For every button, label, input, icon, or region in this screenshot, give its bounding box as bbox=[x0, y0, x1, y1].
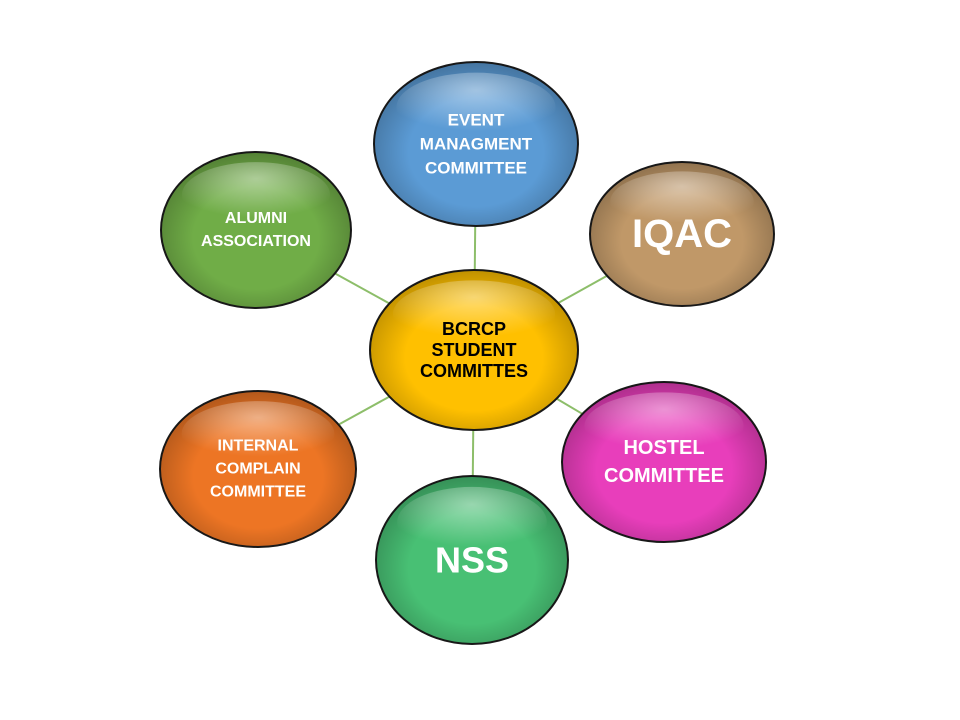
connector-internal-complain-committee bbox=[338, 395, 390, 426]
node-internal-complain-committee-gloss bbox=[181, 401, 335, 467]
node-nss: NSS bbox=[375, 475, 569, 645]
node-hostel-committee-gloss bbox=[584, 392, 744, 460]
node-internal-complain-committee-label-line: COMMITTEE bbox=[210, 484, 306, 501]
node-internal-complain-committee-label-line: INTERNAL bbox=[218, 438, 299, 455]
connector-iqac bbox=[557, 274, 608, 304]
node-iqac: IQAC bbox=[589, 161, 775, 307]
connector-alumni-association bbox=[334, 272, 390, 305]
node-internal-complain-committee-label-line: COMPLAIN bbox=[215, 461, 300, 478]
node-nss-gloss bbox=[397, 486, 547, 558]
node-event-managment-committee: EVENT MANAGMENT COMMITTEE bbox=[373, 61, 579, 227]
node-alumni-association-label-line: ALUMNI bbox=[225, 210, 287, 227]
center-bcrcp-label-line: COMMITTES bbox=[420, 361, 528, 381]
node-hostel-committee: HOSTEL COMMITTEE bbox=[561, 381, 767, 543]
node-event-managment-committee-label-line: EVENT bbox=[448, 111, 505, 130]
node-iqac-label-line: IQAC bbox=[632, 212, 732, 256]
nodes: EVENT MANAGMENT COMMITTEE IQAC HOSTEL COMMITT… bbox=[159, 61, 775, 645]
center-bcrcp-gloss bbox=[392, 280, 556, 348]
node-iqac-gloss bbox=[610, 171, 754, 232]
node-internal-complain-committee: INTERNAL COMPLAIN COMMITTEE bbox=[159, 390, 357, 548]
node-alumni-association-gloss bbox=[181, 162, 331, 228]
node-alumni-association-label-line: ASSOCIATION bbox=[201, 233, 311, 250]
center-bcrcp-label-line: BCRCP bbox=[442, 319, 506, 339]
node-alumni-association: ALUMNI ASSOCIATION bbox=[160, 151, 352, 309]
center-bcrcp-label-line: STUDENT bbox=[432, 340, 517, 360]
node-event-managment-committee-label-line: COMMITTEE bbox=[425, 159, 527, 178]
node-hostel-committee-label-line: COMMITTEE bbox=[604, 465, 724, 487]
node-hostel-committee-label-line: HOSTEL bbox=[623, 437, 704, 459]
node-event-managment-committee-gloss bbox=[396, 72, 556, 142]
node-event-managment-committee-label-line: MANAGMENT bbox=[420, 135, 533, 154]
connectors bbox=[334, 225, 608, 477]
node-nss-label-line: NSS bbox=[435, 540, 509, 581]
connector-hostel-committee bbox=[556, 397, 583, 415]
